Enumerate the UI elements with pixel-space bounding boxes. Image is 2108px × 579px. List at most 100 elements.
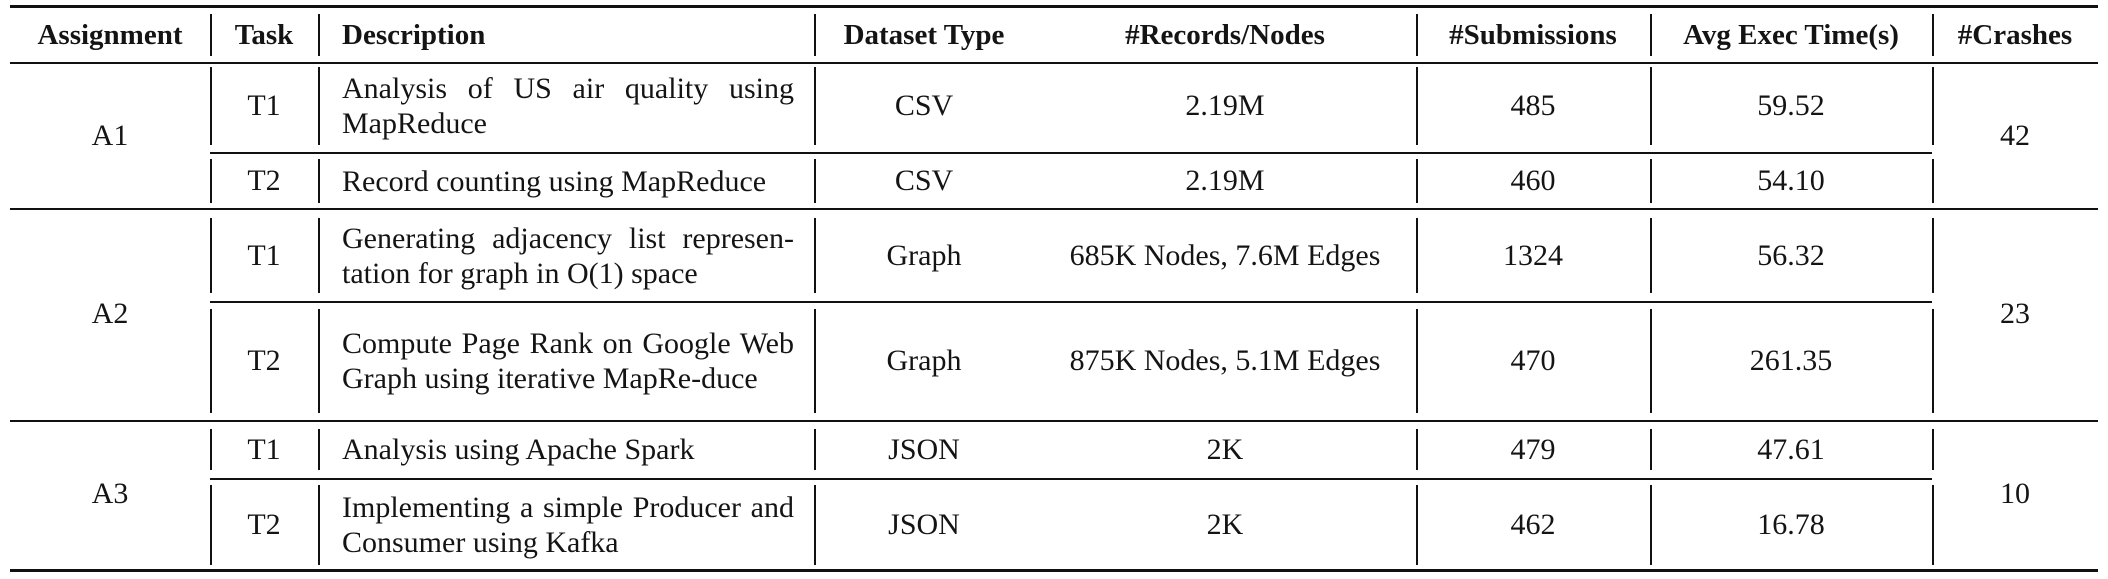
dataset-type-cell: JSON	[888, 432, 960, 466]
avg-exec-time-cell: 54.10	[1757, 164, 1825, 197]
column-separator	[1932, 309, 1934, 413]
column-separator	[1416, 485, 1418, 565]
submissions-cell: 485	[1510, 89, 1556, 122]
column-separator	[1932, 159, 1934, 203]
assignment-cell: A3	[91, 476, 129, 510]
column-separator	[1650, 429, 1652, 470]
description-text: Implementing a simple Producer and Consu…	[342, 491, 794, 559]
avg-exec-time-cell: 16.78	[1757, 508, 1825, 541]
assignment-cell: A1	[91, 119, 129, 152]
column-separator	[814, 14, 816, 56]
records-cell: 685K Nodes, 7.6M Edges	[1069, 238, 1381, 272]
header-submissions: #Submissions	[1449, 19, 1617, 51]
column-separator	[1932, 67, 1934, 145]
column-separator	[814, 218, 816, 293]
avg-exec-time-cell: 59.52	[1757, 89, 1825, 122]
column-separator	[1416, 309, 1418, 413]
header-rule	[10, 62, 2098, 64]
column-separator	[1650, 485, 1652, 565]
column-separator	[814, 429, 816, 470]
description-text: Analysis using Apache Spark	[342, 433, 695, 466]
column-separator	[318, 67, 320, 145]
row-divider	[210, 478, 1932, 480]
column-separator	[318, 485, 320, 565]
column-separator	[1416, 14, 1418, 56]
description-cell: Analysis using Apache Spark	[342, 427, 794, 472]
description-cell: Compute Page Rank on Google Web Graph us…	[342, 307, 794, 415]
dataset-type-cell: CSV	[894, 89, 954, 122]
task-cell: T1	[247, 238, 281, 272]
column-separator	[1416, 159, 1418, 203]
submissions-cell: 462	[1510, 508, 1556, 541]
group-rule	[10, 420, 2098, 422]
column-separator	[814, 159, 816, 203]
column-separator	[1932, 218, 1934, 293]
column-separator	[814, 485, 816, 565]
crashes-cell: 42	[2000, 119, 2030, 152]
column-separator	[318, 14, 320, 56]
column-separator	[1416, 429, 1418, 470]
records-cell: 2K	[1206, 432, 1244, 466]
description-text: Generating adjacency list represen-tatio…	[342, 221, 794, 290]
header-dataset-type: Dataset Type	[843, 19, 1005, 51]
avg-exec-time-cell: 47.61	[1757, 432, 1825, 466]
row-divider	[210, 301, 1932, 303]
column-separator	[210, 14, 212, 56]
submissions-cell: 479	[1510, 432, 1556, 466]
column-separator	[1416, 67, 1418, 145]
column-separator	[318, 218, 320, 293]
records-cell: 2K	[1206, 508, 1244, 541]
task-cell: T2	[247, 344, 281, 377]
assignment-cell: A2	[91, 297, 129, 330]
column-separator	[1650, 159, 1652, 203]
column-separator	[1650, 67, 1652, 145]
column-separator	[210, 67, 212, 145]
top-rule	[10, 5, 2098, 8]
column-separator	[318, 309, 320, 413]
description-cell: Analysis of US air quality using MapRedu…	[342, 65, 794, 147]
bottom-rule	[10, 569, 2098, 572]
task-cell: T2	[247, 164, 281, 197]
avg-exec-time-cell: 56.32	[1757, 238, 1825, 272]
column-separator	[1650, 309, 1652, 413]
avg-exec-time-cell: 261.35	[1749, 344, 1833, 377]
column-separator	[814, 309, 816, 413]
column-separator	[1932, 14, 1934, 56]
dataset-type-cell: Graph	[886, 238, 962, 272]
crashes-cell: 10	[2000, 476, 2030, 510]
header-task: Task	[234, 19, 294, 51]
submissions-cell: 1324	[1503, 238, 1563, 272]
header-description: Description	[342, 19, 486, 51]
task-cell: T1	[247, 89, 281, 122]
records-cell: 2.19M	[1185, 164, 1265, 197]
column-separator	[210, 485, 212, 565]
dataset-type-cell: CSV	[894, 164, 954, 197]
description-cell: Generating adjacency list represen-tatio…	[342, 216, 794, 295]
row-divider	[210, 152, 1932, 154]
submissions-cell: 470	[1510, 344, 1556, 377]
column-separator	[1650, 14, 1652, 56]
column-separator	[1932, 429, 1934, 470]
header-avg-exec-time: Avg Exec Time(s)	[1683, 19, 1899, 51]
dataset-type-cell: JSON	[888, 508, 960, 541]
description-text: Compute Page Rank on Google Web Graph us…	[342, 327, 794, 395]
header-crashes: #Crashes	[1957, 19, 2073, 51]
header-assignment: Assignment	[37, 19, 183, 51]
description-cell: Record counting using MapReduce	[342, 157, 794, 205]
column-separator	[210, 159, 212, 203]
records-cell: 875K Nodes, 5.1M Edges	[1069, 344, 1381, 377]
column-separator	[210, 429, 212, 470]
description-text: Analysis of US air quality using MapRedu…	[342, 72, 794, 140]
crashes-cell: 23	[2000, 297, 2030, 330]
group-rule	[10, 208, 2098, 210]
dataset-type-cell: Graph	[886, 344, 962, 377]
header-records: #Records/Nodes	[1125, 19, 1325, 51]
task-cell: T1	[247, 432, 281, 466]
column-separator	[210, 218, 212, 293]
records-cell: 2.19M	[1185, 89, 1265, 122]
column-separator	[814, 67, 816, 145]
column-separator	[318, 429, 320, 470]
column-separator	[1932, 485, 1934, 565]
description-text: Record counting using MapReduce	[342, 164, 767, 198]
column-separator	[210, 309, 212, 413]
